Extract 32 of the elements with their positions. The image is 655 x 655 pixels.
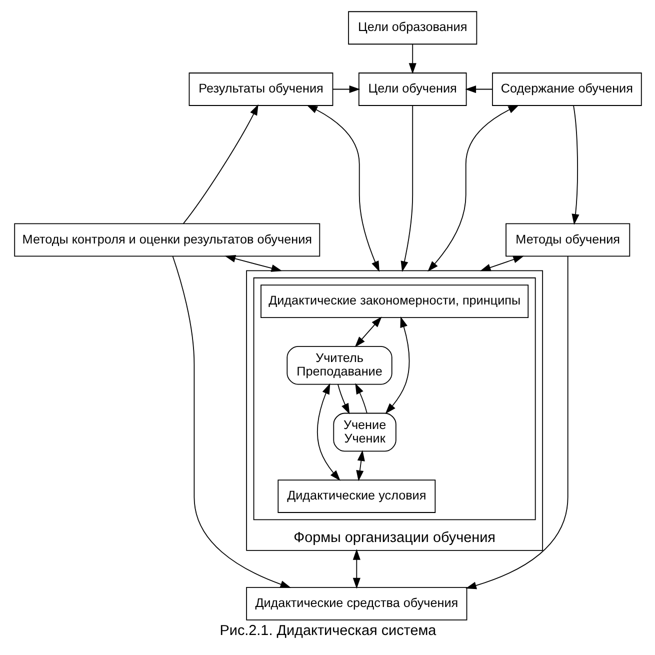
node-box: Содержание обучения [492, 72, 642, 106]
arrow [354, 383, 367, 414]
arrow [316, 383, 340, 481]
arrow [427, 105, 519, 272]
node-box: Дидактические закономерности, принципы [260, 284, 528, 318]
arrow [172, 256, 291, 588]
arrow [479, 256, 524, 272]
arrow [400, 105, 413, 272]
node-box: Методы обучения [505, 223, 630, 257]
arrow [408, 44, 416, 74]
arrow [182, 104, 258, 224]
arrow [352, 549, 360, 589]
arrow [465, 256, 568, 590]
caption: Рис.2.1. Дидактическая система [219, 623, 436, 640]
arrow [464, 85, 492, 94]
node-box: Учитель Преподавание [286, 346, 392, 385]
arrow [337, 384, 350, 414]
node-box: Цели образования [348, 11, 477, 45]
arrow [224, 255, 282, 272]
cluster [252, 277, 536, 520]
arrow [354, 316, 382, 348]
arrow [384, 316, 410, 414]
arrow [571, 105, 579, 225]
node-box: Дидактические средства обучения [246, 586, 467, 620]
arrow [332, 85, 360, 94]
arrow [356, 450, 364, 482]
node-box: Дидактические условия [277, 480, 436, 513]
node-box: Цели обучения [358, 72, 466, 106]
node-box: Результаты обучения [188, 72, 333, 106]
node-box: Учение Ученик [332, 412, 396, 452]
arrow [306, 104, 379, 272]
node-box: Методы контроля и оценки результатов обучения [14, 223, 320, 257]
